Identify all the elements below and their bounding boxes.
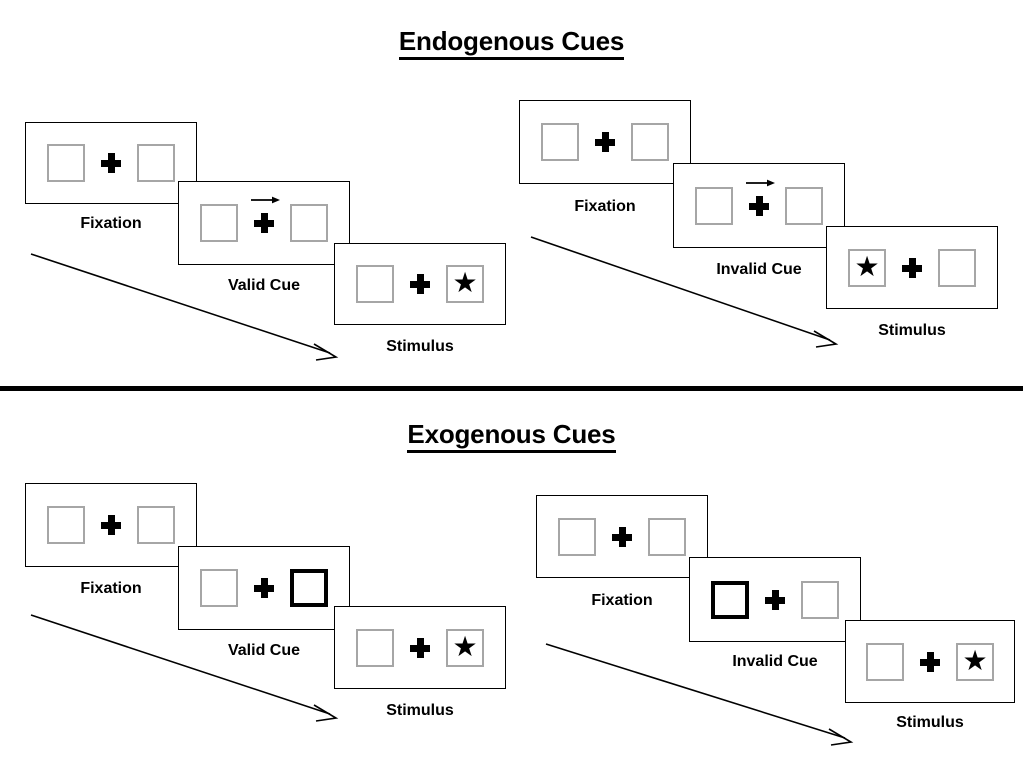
fixation-plus-icon [902, 257, 922, 278]
fixation-plus-icon [765, 589, 785, 610]
star-target-icon: ★ [452, 267, 478, 298]
caption-endogenous-valid-stimulus: Stimulus [386, 338, 454, 355]
caption-exogenous-valid-fixation: Fixation [80, 580, 142, 597]
caption-exogenous-valid-stimulus: Stimulus [386, 702, 454, 719]
exogenous-invalid-fixation-frame [536, 495, 708, 578]
placeholder-box-left-target: ★ [848, 248, 886, 287]
fixation-plus-icon [101, 153, 121, 173]
caption-endogenous-invalid-stimulus: Stimulus [878, 322, 946, 339]
cue-center-column [251, 196, 280, 233]
caption-endogenous-valid-fixation: Fixation [80, 215, 142, 232]
placeholder-box-right-target: ★ [446, 628, 484, 667]
endogenous-valid-cue-frame [178, 181, 350, 265]
placeholder-box-left [558, 517, 596, 556]
endogenous-invalid-stimulus-frame: ★ [826, 226, 998, 309]
caption-exogenous-invalid-fixation: Fixation [591, 592, 653, 609]
placeholder-box-right [137, 144, 175, 182]
star-target-icon: ★ [962, 644, 988, 676]
placeholder-box-left [200, 569, 238, 607]
placeholder-box-right [290, 204, 328, 242]
placeholder-box-right-target: ★ [956, 642, 994, 681]
placeholder-box-left [695, 186, 733, 225]
endogenous-valid-stimulus-frame: ★ [334, 243, 506, 325]
placeholder-box-right-cued [290, 569, 328, 607]
cue-center-column [746, 179, 775, 216]
fixation-plus-icon [101, 515, 121, 535]
arrow-right-cue-icon [251, 196, 280, 204]
fixation-plus-icon [749, 195, 769, 216]
placeholder-box-left [47, 144, 85, 182]
fixation-plus-icon [254, 213, 274, 233]
placeholder-box-left [866, 642, 904, 681]
caption-endogenous-valid-cue: Valid Cue [227, 277, 301, 294]
section-title-exogenous-text: Exogenous Cues [407, 419, 616, 453]
placeholder-box-left-cued [711, 580, 749, 619]
placeholder-box-right [938, 248, 976, 287]
endogenous-valid-fixation-frame [25, 122, 197, 204]
exogenous-valid-fixation-frame [25, 483, 197, 567]
fixation-plus-icon [612, 526, 632, 547]
endogenous-invalid-fixation-frame [519, 100, 691, 184]
section-divider [0, 386, 1023, 391]
fixation-plus-icon [410, 274, 430, 294]
placeholder-box-right [785, 186, 823, 225]
star-target-icon: ★ [452, 630, 478, 662]
section-title-exogenous: Exogenous Cues [0, 419, 1023, 453]
exogenous-invalid-stimulus-frame: ★ [845, 620, 1015, 703]
placeholder-box-left [356, 628, 394, 667]
placeholder-box-right [631, 123, 669, 161]
caption-endogenous-invalid-fixation: Fixation [574, 198, 636, 215]
placeholder-box-left [47, 506, 85, 544]
endogenous-invalid-cue-frame [673, 163, 845, 248]
section-title-endogenous-text: Endogenous Cues [398, 26, 624, 60]
caption-endogenous-invalid-cue: Invalid Cue [716, 261, 802, 278]
placeholder-box-left [200, 204, 238, 242]
placeholder-box-right [137, 506, 175, 544]
fixation-plus-icon [920, 651, 940, 672]
star-target-icon: ★ [854, 250, 880, 282]
fixation-plus-icon [595, 132, 615, 152]
exogenous-invalid-cue-frame [689, 557, 861, 642]
placeholder-box-left [356, 265, 394, 303]
exogenous-valid-cue-frame [178, 546, 350, 630]
section-title-endogenous: Endogenous Cues [0, 26, 1023, 60]
placeholder-box-right-target: ★ [446, 265, 484, 303]
placeholder-box-right [648, 517, 686, 556]
exogenous-valid-stimulus-frame: ★ [334, 606, 506, 689]
caption-exogenous-invalid-cue: Invalid Cue [732, 653, 818, 670]
arrow-right-cue-icon [746, 179, 775, 186]
placeholder-box-left [541, 123, 579, 161]
fixation-plus-icon [254, 578, 274, 598]
caption-exogenous-valid-cue: Valid Cue [227, 642, 301, 659]
fixation-plus-icon [410, 637, 430, 658]
caption-exogenous-invalid-stimulus: Stimulus [896, 714, 964, 731]
placeholder-box-right [801, 580, 839, 619]
